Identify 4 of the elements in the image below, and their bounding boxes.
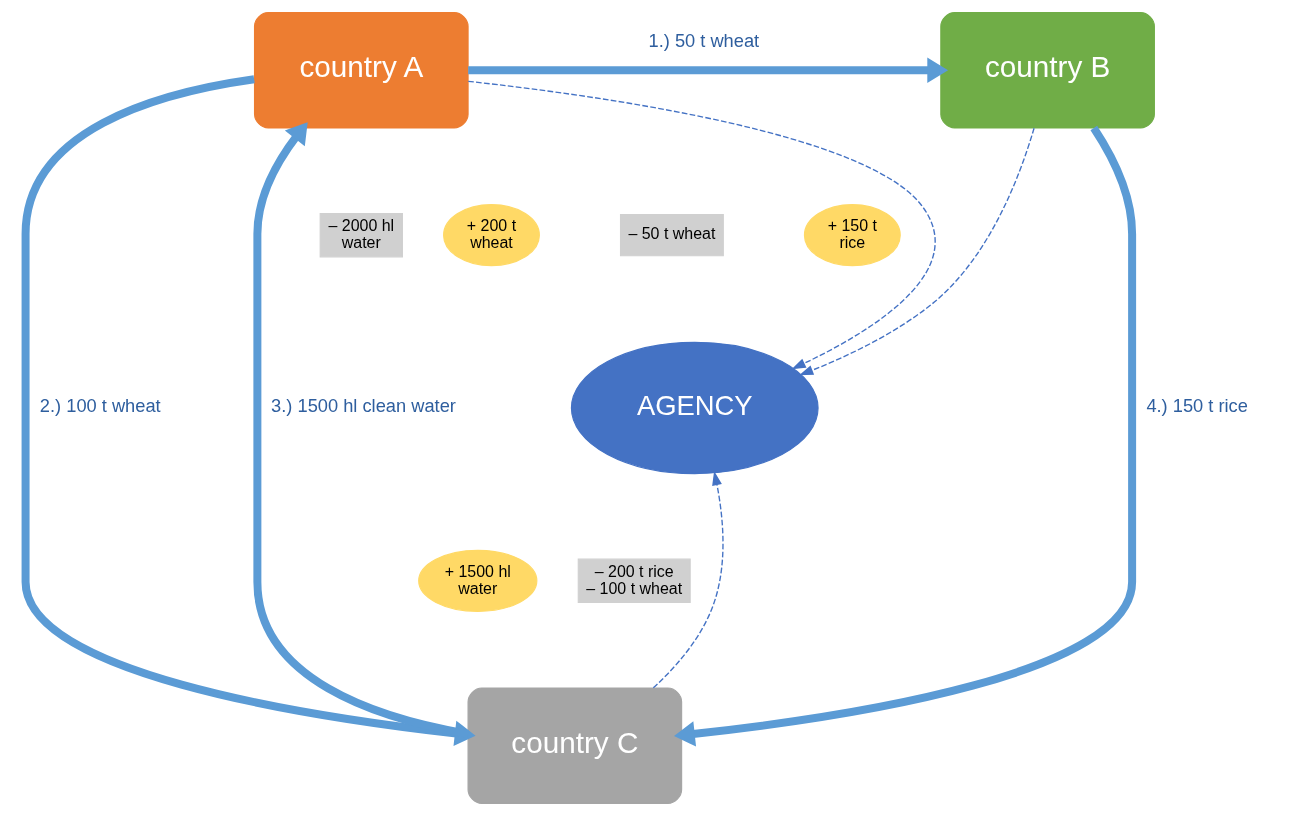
- edge-label: 2.) 100 t wheat: [39, 395, 161, 417]
- edge-label: 3.) 1500 hl clean water: [271, 395, 456, 417]
- edge-label: 1.) 50 t wheat: [648, 30, 760, 52]
- edge-label: 4.) 150 t rice: [1146, 395, 1248, 417]
